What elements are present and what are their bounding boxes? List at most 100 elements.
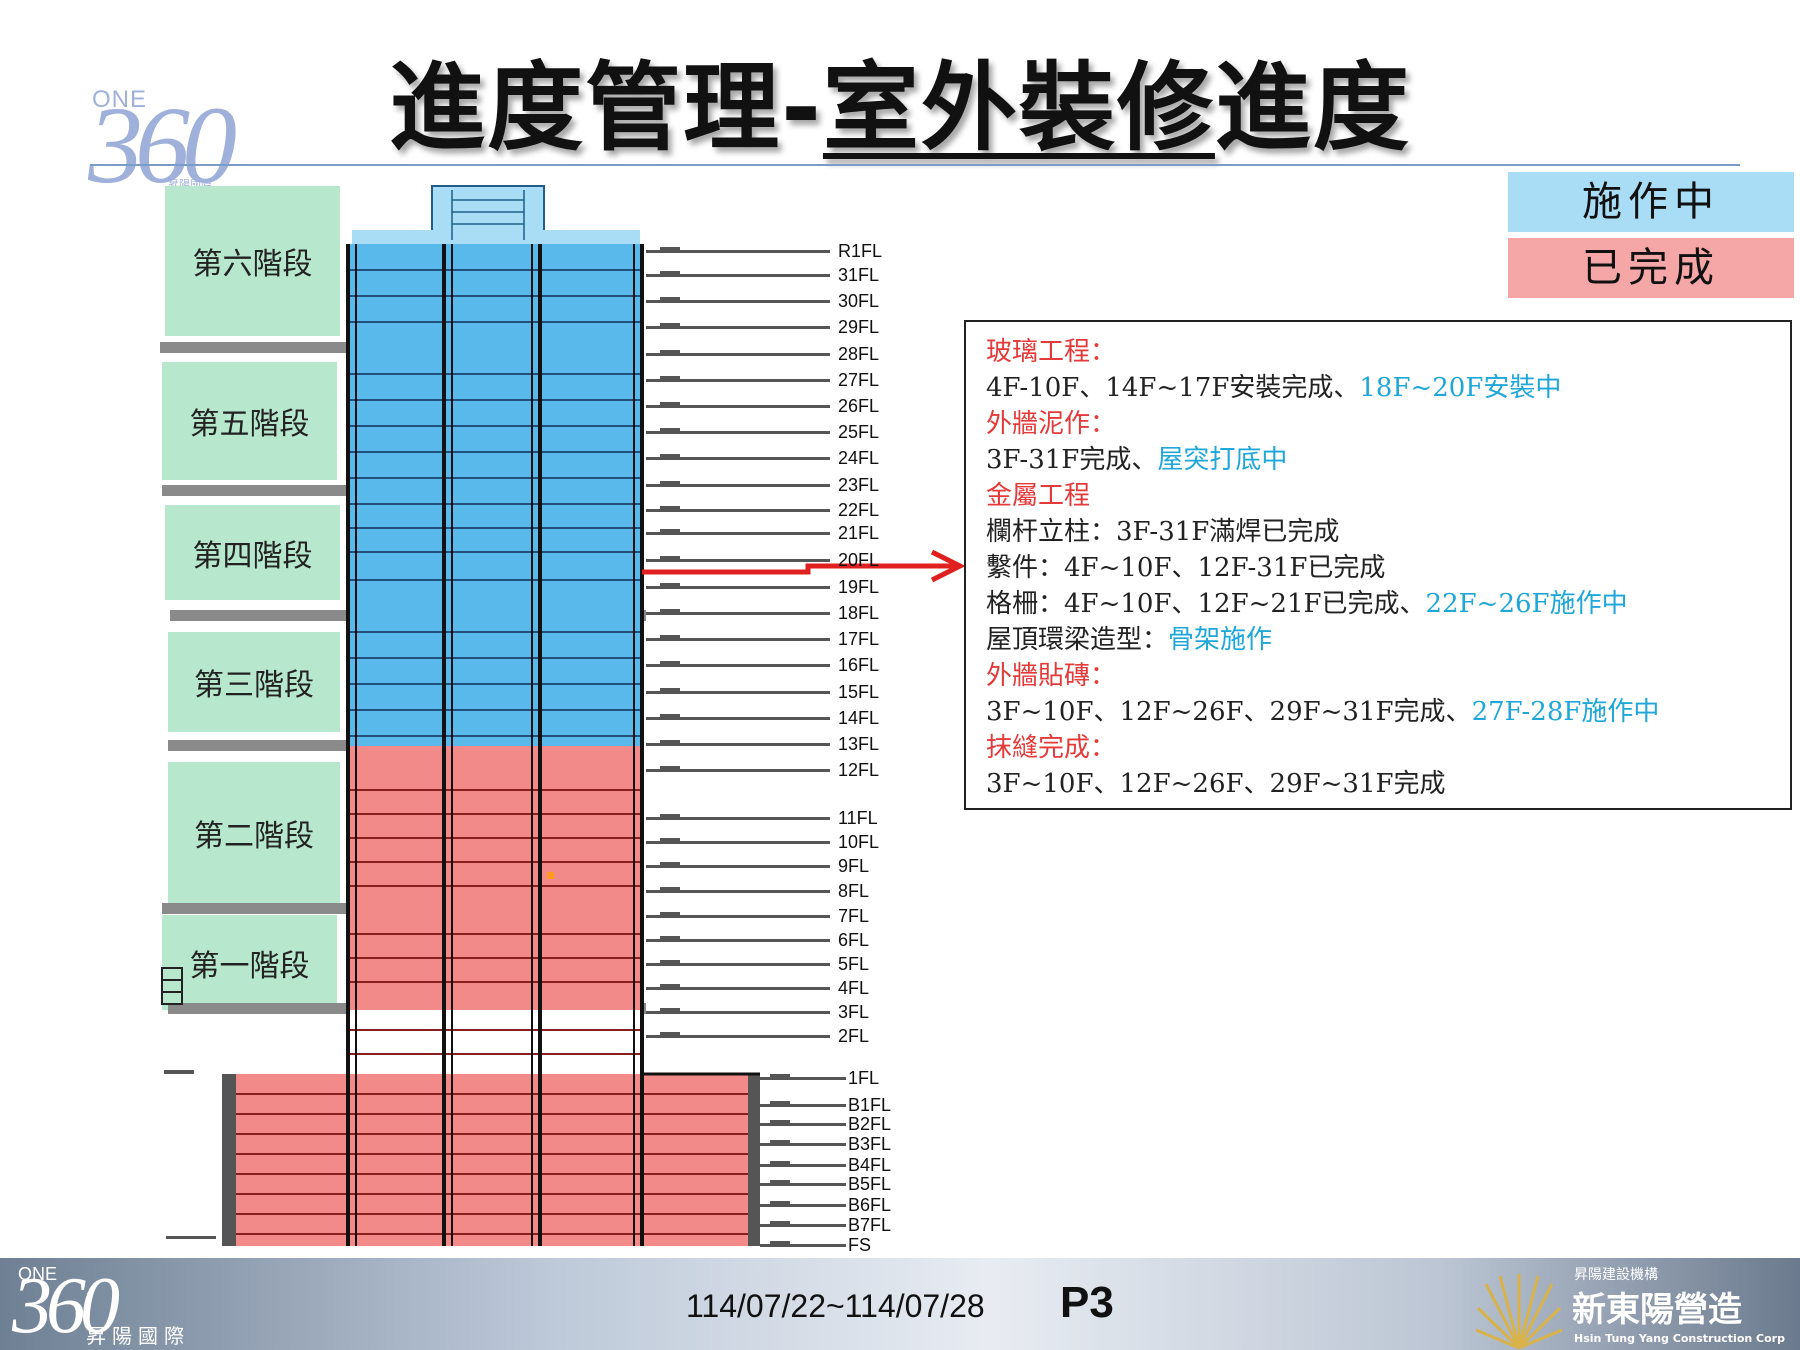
floor-line xyxy=(646,353,830,356)
floor-label: 26FL xyxy=(838,396,880,416)
glass-status: 4F-10F、14F~17F安裝完成、18F~20F安裝中 xyxy=(986,370,1790,406)
floor-tick xyxy=(660,661,680,665)
corp-logo: 昇陽建設機構 新東陽營造 Hsin Tung Yang Construction… xyxy=(1476,1264,1796,1350)
tower-in-progress xyxy=(350,244,642,746)
footer-logo-number: 360 xyxy=(12,1262,120,1350)
floor-line xyxy=(646,915,830,918)
floor-label: B5FL xyxy=(848,1174,892,1194)
floor-tick xyxy=(770,1120,790,1124)
floor-tick xyxy=(660,766,680,770)
footer-logo-sub: 昇陽國際 xyxy=(86,1324,190,1348)
floor-line xyxy=(646,963,830,966)
floor-tick xyxy=(770,1241,790,1245)
floor-tick xyxy=(770,1161,790,1165)
tile-status: 3F~10F、12F~26F、29F~31F完成、27F-28F施作中 xyxy=(986,694,1790,730)
floor-line xyxy=(760,1143,846,1146)
floor-label: 29FL xyxy=(838,317,880,337)
floor-tick xyxy=(660,688,680,692)
floor-line xyxy=(646,586,830,589)
floor-tick xyxy=(660,887,680,891)
floor-line xyxy=(760,1164,846,1167)
floor-label: 30FL xyxy=(838,291,880,311)
glass-in-progress: 18F~20F安裝中 xyxy=(1359,373,1562,403)
floor-line xyxy=(760,1123,846,1126)
stage-1: 第一階段 xyxy=(162,915,337,1010)
floor-label: 2FL xyxy=(838,1026,870,1046)
floor-tick xyxy=(660,297,680,301)
floor-label: 11FL xyxy=(838,808,878,828)
floor-label: 23FL xyxy=(838,475,880,495)
floor-tick xyxy=(770,1180,790,1184)
grout-status: 3F~10F、12F~26F、29F~31F完成 xyxy=(986,769,1446,799)
roof-parapet xyxy=(352,230,640,244)
company-logo: 360 ONE 昇陽國際 xyxy=(88,80,248,200)
floor-line xyxy=(646,326,830,329)
floor-label: 1FL xyxy=(848,1068,880,1088)
floor-line xyxy=(760,1077,846,1080)
podium-completed xyxy=(236,1074,756,1246)
floor-tick xyxy=(660,323,680,327)
floor-tick xyxy=(660,481,680,485)
floor-label: 20FL xyxy=(838,550,880,570)
floor-tick xyxy=(660,936,680,940)
floor-line xyxy=(646,379,830,382)
glass-done: 4F-10F、14F~17F安裝完成、 xyxy=(986,373,1360,403)
floor-line xyxy=(646,431,830,434)
floor-line xyxy=(646,717,830,720)
floor-tick xyxy=(660,862,680,866)
floor-line xyxy=(646,743,830,746)
floor-line xyxy=(646,691,830,694)
tile-in-progress: 27F-28F施作中 xyxy=(1471,697,1660,727)
logo-number: 360 xyxy=(88,84,237,206)
stage-6: 第六階段 xyxy=(165,186,340,336)
floor-label: B4FL xyxy=(848,1155,892,1175)
floor-line xyxy=(646,532,830,535)
floor-tick xyxy=(660,350,680,354)
corp-english-name: Hsin Tung Yang Construction Corp xyxy=(1574,1332,1785,1345)
floor-tick xyxy=(660,714,680,718)
floor-tick xyxy=(770,1074,790,1078)
floor-line xyxy=(646,638,830,641)
floor-tick xyxy=(660,838,680,842)
floor-line xyxy=(760,1204,846,1207)
floor-line xyxy=(646,817,830,820)
floor-label: 25FL xyxy=(838,422,880,442)
floor-label: 31FL xyxy=(838,265,880,285)
floor-label: 14FL xyxy=(838,708,880,728)
floor-tick xyxy=(660,428,680,432)
footer-logo: 360 ONE 昇陽國際 xyxy=(6,1262,206,1350)
floor-tick xyxy=(660,271,680,275)
floor-line xyxy=(646,769,830,772)
floor-label: FS xyxy=(848,1235,872,1255)
floor-label: 22FL xyxy=(838,500,880,520)
floor-label: 13FL xyxy=(838,734,880,754)
metal-roof-status: 屋頂環梁造型：骨架施作 xyxy=(986,622,1790,658)
floor-label: 24FL xyxy=(838,448,880,468)
page-number: P3 xyxy=(1060,1278,1114,1327)
floor-label: 9FL xyxy=(838,856,870,876)
metal-grille-done: 格柵：4F~10F、12F~21F已完成、 xyxy=(986,589,1426,619)
floor-label: 7FL xyxy=(838,906,870,926)
corp-name: 新東陽營造 xyxy=(1572,1290,1742,1330)
floor-label: 5FL xyxy=(838,954,870,974)
metal-fitting-status: 繫件：4F~10F、12F-31F已完成 xyxy=(986,553,1386,583)
floor-line xyxy=(646,1035,830,1038)
floor-line xyxy=(760,1183,846,1186)
floor-label: 27FL xyxy=(838,370,880,390)
title-prefix: 進度管理- xyxy=(389,52,823,164)
stage-4: 第四階段 xyxy=(165,505,340,600)
floor-tick xyxy=(770,1201,790,1205)
floor-label: B6FL xyxy=(848,1195,892,1215)
floor-label: 10FL xyxy=(838,832,880,852)
glass-heading: 玻璃工程： xyxy=(986,337,1117,367)
podium-wall-left xyxy=(222,1074,236,1246)
wall-plaster-in-progress: 屋突打底中 xyxy=(1157,445,1288,475)
floor-label: R1FL xyxy=(838,241,883,261)
floor-line xyxy=(646,890,830,893)
arrow-head xyxy=(930,549,966,583)
floor-label: 28FL xyxy=(838,344,880,364)
floor-tick xyxy=(660,247,680,251)
floor-label: 15FL xyxy=(838,682,880,702)
current-floor-arrow xyxy=(642,563,956,575)
stage-3: 第三階段 xyxy=(168,632,340,732)
